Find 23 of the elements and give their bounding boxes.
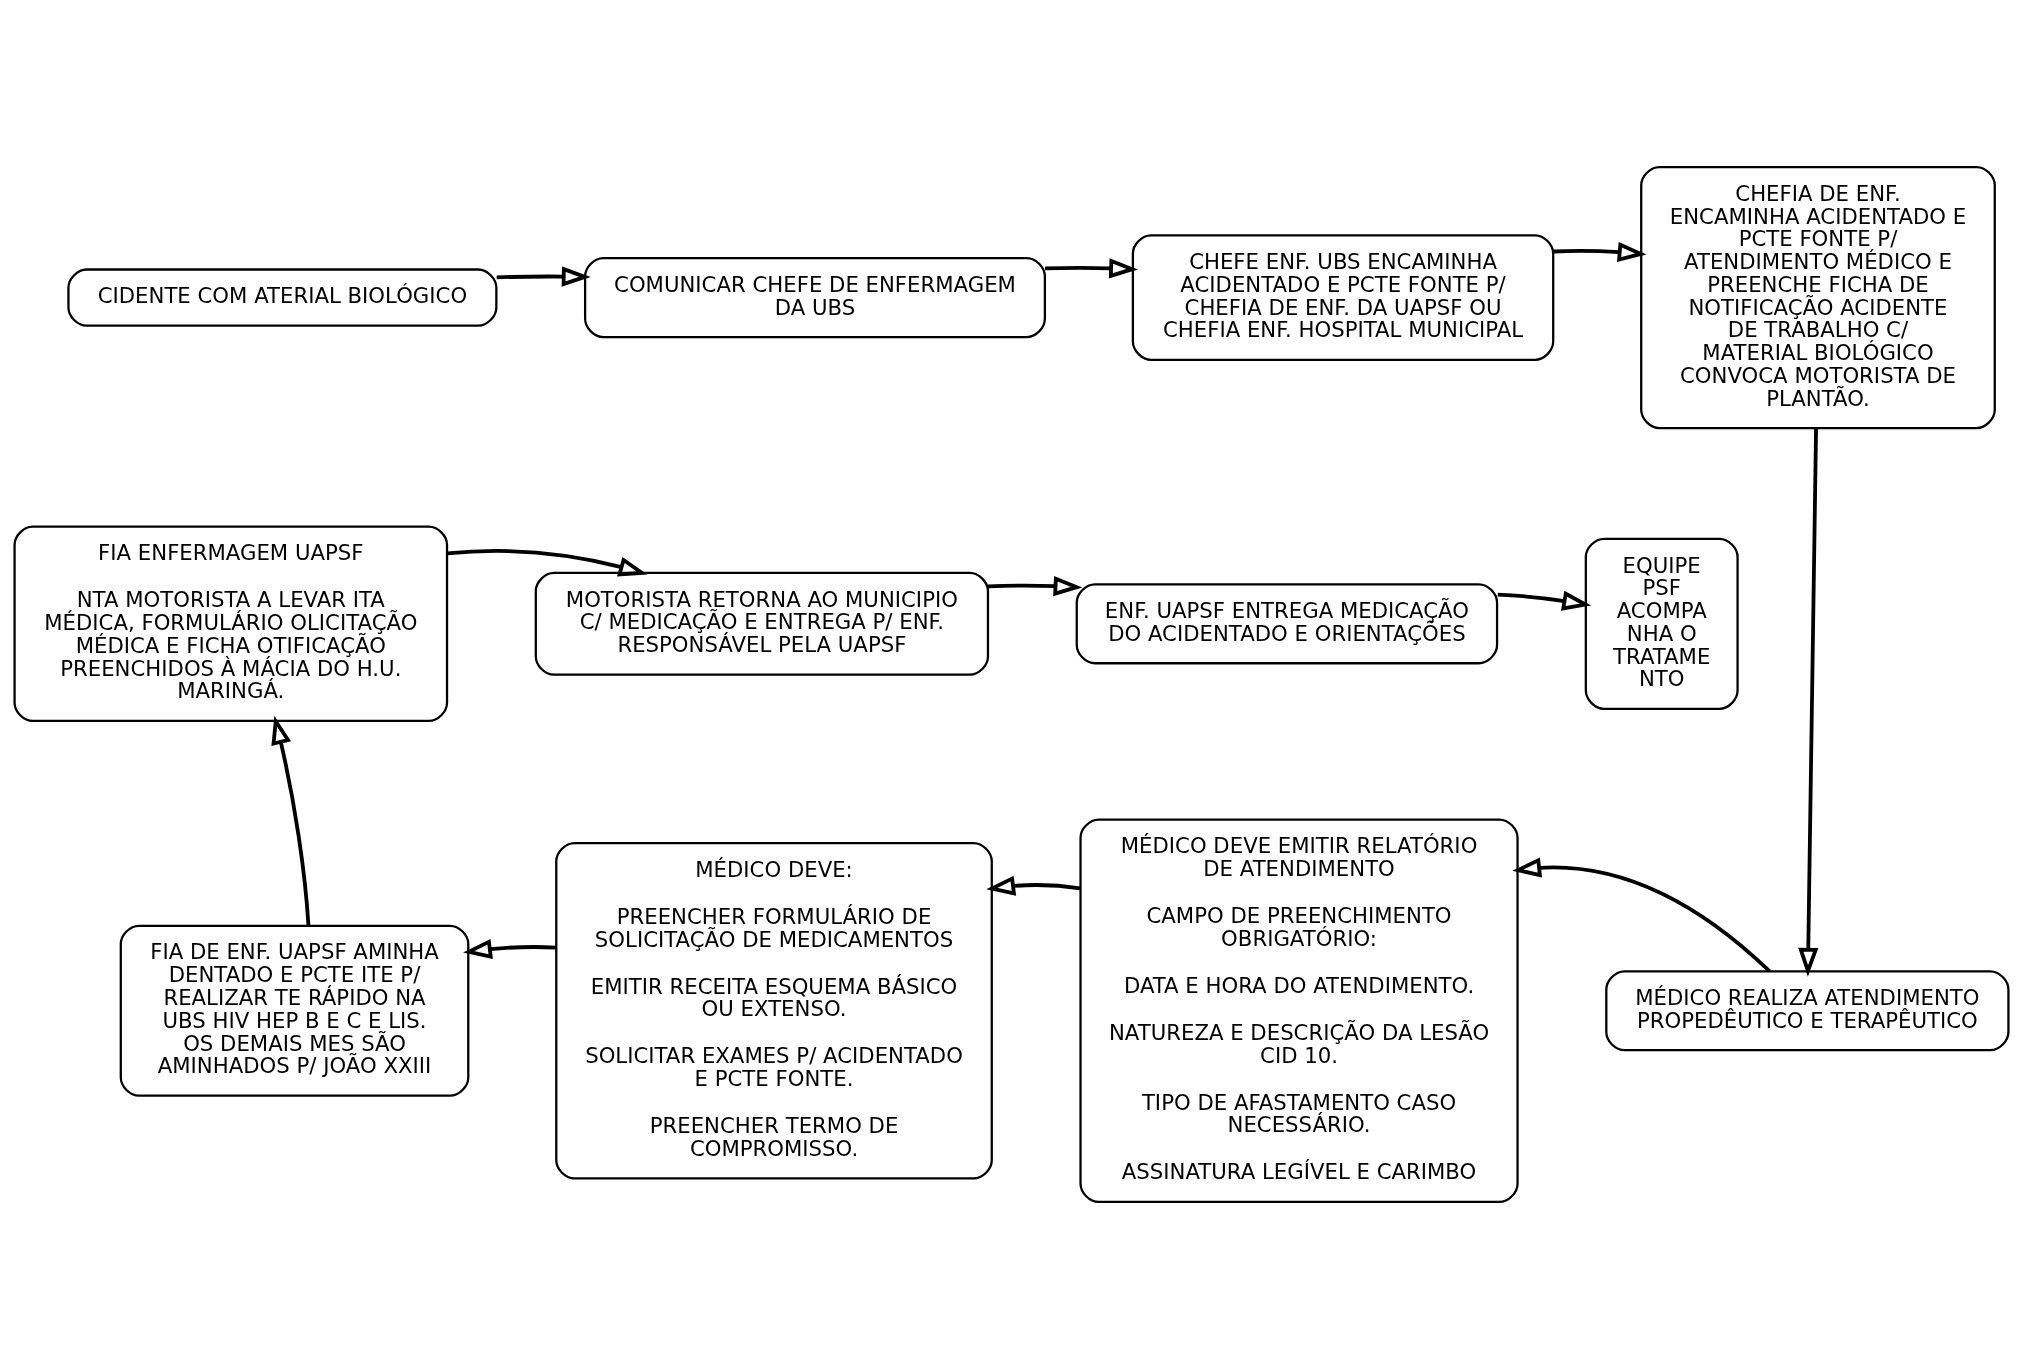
node-box: CHEFE ENF. UBS ENCAMINHA ACIDENTADO E PCTE FONTE P/ CHEFIA DE ENF. DA UAPSF OU CHEFIA ENF. HOSPITAL MUNICIPAL	[1131, 233, 1555, 361]
node-box: FIA DE ENF. UAPSF AMINHA DENTADO E PCTE ITE P/ REALIZAR TE RÁPIDO NA UBS HIV HEP B E C E LIS. OS DEMAIS MES SÃO AMINHADOS P/ JOÃO XXIII	[119, 924, 470, 1097]
arrow	[986, 875, 1081, 896]
arrow	[987, 575, 1083, 596]
node-box: MÉDICO DEVE: PREENCHER FORMULÁRIO DE SOLICITAÇÃO DE MEDICAMENTOS EMITIR RECEITA ESQUEMA BÁSICO OU EXTENSO. SOLICITAR EXAMES P/ ACIDENTADO E PCTE FONTE. PREENCHER TERMO DE COMPROMISSO.	[555, 841, 993, 1180]
arrow	[1798, 427, 1819, 977]
node-box: COMUNICAR CHEFE DE ENFERMAGEM DA UBS	[583, 256, 1047, 338]
node-box: CHEFIA DE ENF. ENCAMINHA ACIDENTADO E PCTE FONTE P/ ATENDIMENTO MÉDICO E PREENCHE FICHA DE NOTIFICAÇÃO ACIDENTE DE TRABALHO C/ MATERIAL BIOLÓGICO CONVOCA MOTORISTA DE PLANTÃO.	[1640, 165, 1996, 429]
node-box: CIDENTE COM ATERIAL BIOLÓGICO	[67, 267, 498, 327]
arrow	[271, 715, 311, 926]
arrow	[1497, 590, 1592, 611]
node-box: MÉDICO DEVE EMITIR RELATÓRIO DE ATENDIMENTO CAMPO DE PREENCHIMENTO OBRIGATÓRIO: DATA E HORA DO ATENDIMENTO. NATUREZA E DESCRIÇÃO DA LESÃO CID 10. TIPO DE AFASTAMENTO CASO NECESSÁRIO. ASSINATURA LEGÍVEL E CARIMBO	[1079, 817, 1519, 1203]
node-box: MÉDICO REALIZA ATENDIMENTO PROPEDÊUTICO E TERAPÊUTICO	[1605, 969, 2010, 1051]
node-box: ENF. UAPSF ENTREGA MEDICAÇÃO DO ACIDENTADO E ORIENTAÇÕES	[1075, 582, 1499, 664]
arrow	[1512, 857, 1771, 973]
arrow	[1553, 241, 1647, 262]
arrow	[446, 548, 648, 576]
arrow	[496, 265, 591, 287]
node-box: EQUIPE PSF ACOMPA NHA O TRATAME NTO	[1584, 537, 1739, 710]
arrow	[1044, 257, 1139, 278]
node-box: FIA ENFERMAGEM UAPSF NTA MOTORISTA A LEVAR ITA MÉDICA, FORMULÁRIO OLICITAÇÃO MÉDICA E FICHA OTIFICAÇÃO PREENCHIDOS À MÁCIA DO H.U. MARINGÁ.	[13, 525, 449, 722]
arrow	[463, 938, 556, 959]
node-box: MOTORISTA RETORNA AO MUNICIPIO C/ MEDICAÇÃO E ENTREGA P/ ENF. RESPONSÁVEL PELA UAPSF	[534, 571, 990, 676]
